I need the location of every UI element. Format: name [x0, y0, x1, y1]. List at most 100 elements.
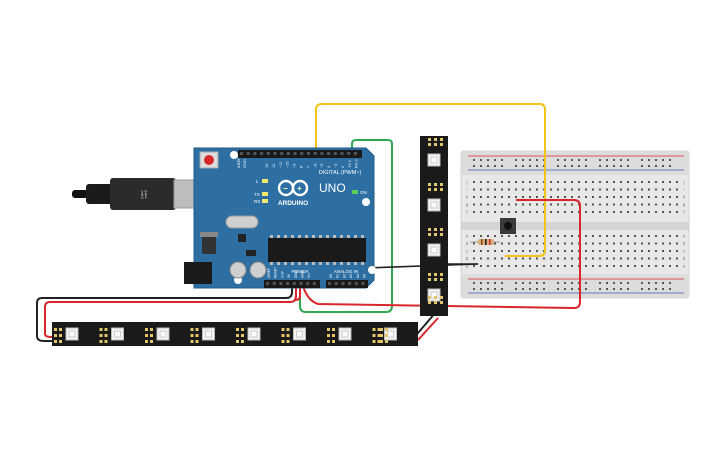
rail-hole — [585, 282, 587, 284]
rail-hole — [557, 282, 559, 284]
breadboard-hole — [557, 235, 559, 237]
breadboard-hole — [662, 257, 664, 260]
solder-pad — [428, 233, 431, 236]
breadboard-hole — [627, 181, 629, 183]
solder-pad — [327, 328, 330, 331]
analog-pin-label: A2 — [342, 274, 346, 278]
breadboard-hole — [669, 250, 671, 252]
led-pixel-lens — [430, 201, 438, 209]
solder-pad — [434, 138, 437, 141]
solder-pad — [332, 334, 335, 337]
rail-hole — [543, 282, 545, 284]
breadboard-hole — [564, 211, 566, 213]
breadboard-hole — [494, 203, 496, 206]
l-led — [262, 179, 268, 183]
rail-hole — [487, 159, 489, 161]
breadboard-hole — [592, 188, 594, 191]
rail-hole — [655, 282, 657, 284]
solder-pad — [372, 334, 376, 337]
header-hole — [272, 282, 276, 285]
digital-pin-label: 12 — [272, 164, 276, 168]
breadboard-hole — [606, 181, 608, 183]
breadboard-hole — [522, 181, 524, 183]
rail-hole — [557, 159, 559, 161]
header-hole — [240, 152, 243, 155]
breadboard-hole — [655, 196, 657, 198]
infinity-logo-right-icon — [291, 179, 309, 197]
chip-pin — [354, 235, 357, 238]
rail-hole — [494, 165, 496, 167]
breadboard-hole — [627, 242, 629, 245]
header-hole — [327, 152, 331, 155]
led-pixel-lens — [430, 156, 438, 164]
breadboard-hole — [473, 188, 475, 191]
rail-hole — [529, 159, 531, 161]
breadboard-hole — [634, 188, 636, 191]
breadboard-hole — [634, 242, 636, 245]
breadboard-hole — [487, 196, 489, 198]
breadboard-hole — [662, 196, 664, 198]
rail-hole — [571, 282, 573, 284]
chip-pin — [319, 262, 322, 265]
breadboard-hole — [522, 250, 524, 252]
row-letter: g — [466, 202, 469, 207]
breadboard-hole — [606, 196, 608, 198]
breadboard-hole — [669, 181, 671, 183]
breadboard-hole — [501, 235, 503, 237]
breadboard-hole — [599, 257, 601, 260]
rail-hole — [557, 165, 559, 167]
breadboard-hole — [655, 235, 657, 237]
analog-header — [326, 280, 368, 288]
breadboard-hole — [515, 181, 517, 183]
breadboard-hole — [550, 196, 552, 198]
breadboard-hole — [648, 188, 650, 191]
solder-pad — [145, 328, 148, 331]
breadboard-hole — [655, 188, 657, 191]
solder-pad — [440, 301, 443, 304]
resistor — [470, 239, 500, 245]
chip-pin — [326, 262, 329, 265]
header-hole — [300, 152, 304, 155]
breadboard-hole — [641, 188, 643, 191]
solder-pad — [195, 340, 199, 343]
rail-hole — [599, 282, 601, 284]
header-hole — [253, 152, 257, 155]
breadboard-hole — [585, 211, 587, 213]
breadboard-hole — [480, 203, 482, 206]
solder-pad — [59, 328, 62, 331]
breadboard-hole — [550, 181, 552, 183]
breadboard-hole — [662, 211, 664, 213]
rail-hole — [669, 288, 671, 290]
breadboard-hole — [627, 257, 629, 260]
breadboard-hole — [480, 211, 482, 213]
rail-hole — [494, 159, 496, 161]
breadboard-hole — [522, 242, 524, 245]
breadboard-hole — [501, 265, 503, 267]
rail-hole — [529, 288, 531, 290]
row-letter: j — [682, 180, 684, 185]
rail-hole — [599, 165, 601, 167]
breadboard-hole — [662, 188, 664, 191]
breadboard-hole — [578, 196, 580, 198]
breadboard-hole — [571, 250, 573, 252]
header-hole — [307, 152, 310, 155]
rail-hole — [522, 282, 524, 284]
logo-plus-icon: + — [297, 184, 302, 193]
power-pin-label: GND — [294, 270, 298, 278]
breadboard-hole — [620, 242, 622, 245]
breadboard-hole — [550, 265, 552, 267]
rail-hole — [501, 159, 503, 161]
solder-pad — [428, 138, 431, 141]
wire-yellow — [315, 103, 546, 257]
breadboard-hole — [529, 242, 531, 245]
breadboard-hole — [641, 196, 643, 198]
rail-hole — [613, 165, 615, 167]
header-hole — [260, 152, 264, 155]
header-hole — [293, 152, 297, 155]
breadboard-hole — [585, 257, 587, 260]
rail-hole — [473, 282, 475, 284]
breadboard-hole — [599, 188, 601, 191]
digital-pin-label: 13 — [265, 164, 269, 168]
breadboard-hole — [613, 235, 615, 237]
breadboard-holes — [473, 159, 678, 290]
